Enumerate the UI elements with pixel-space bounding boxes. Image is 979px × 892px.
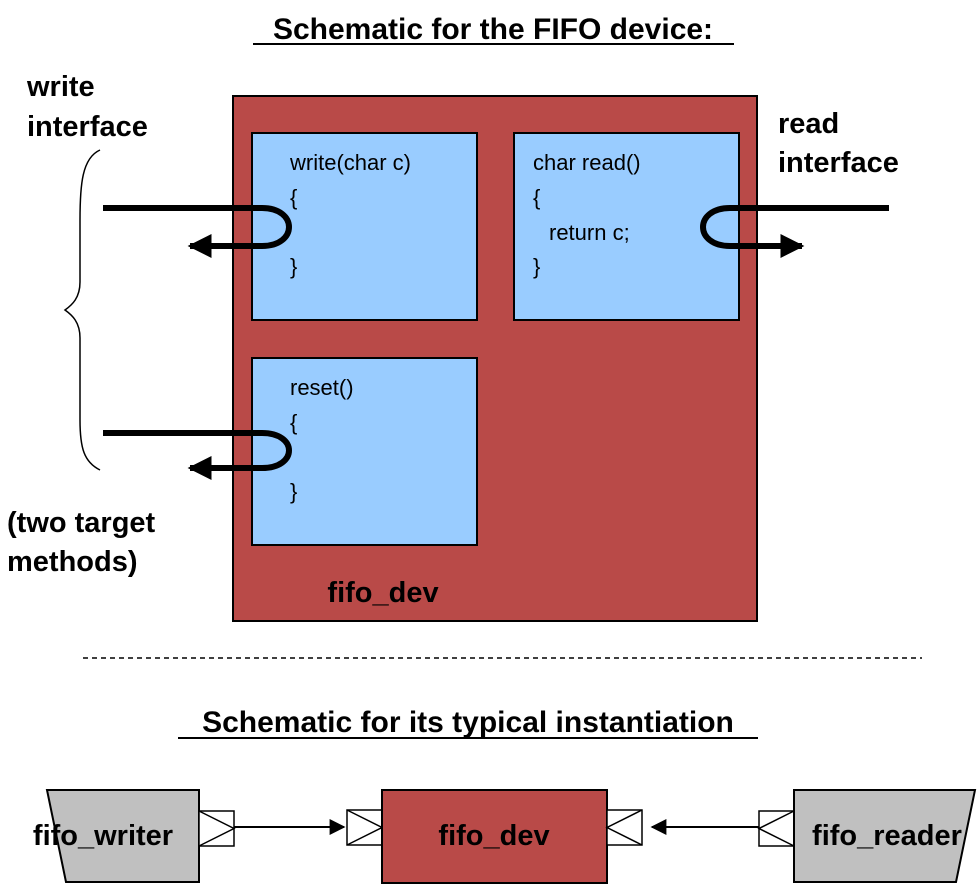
reset-method-box: reset() { }: [251, 357, 478, 546]
write-method-signature: write(char c): [289, 150, 411, 175]
read-method-close-brace: }: [533, 254, 540, 279]
reset-method-signature: reset(): [290, 375, 354, 400]
reset-method-open-brace: {: [290, 410, 297, 435]
read-interface-label-line2: interface: [778, 147, 899, 179]
fifo-dev-instance: fifo_dev: [381, 789, 608, 884]
reset-call-arrow: [103, 430, 292, 480]
write-method-open-brace: {: [290, 185, 297, 210]
dev-read-port: [605, 809, 643, 846]
read-method-signature: char read(): [533, 150, 641, 175]
two-target-methods-line2: methods): [7, 546, 138, 578]
title-bottom: Schematic for its typical instantiation: [202, 706, 734, 739]
write-interface-label-line1: write: [26, 71, 95, 103]
writer-port: [198, 810, 236, 847]
fifo-writer-label: fifo_writer: [33, 820, 173, 852]
write-method-box: write(char c) { }: [251, 132, 478, 321]
dev-write-port: [346, 809, 384, 846]
write-call-arrow: [103, 205, 292, 258]
read-method-return: return c;: [549, 220, 630, 245]
fifo-dev-label: fifo_dev: [327, 577, 438, 609]
read-method-open-brace: {: [533, 185, 540, 210]
read-call-arrow: [700, 205, 889, 258]
read-interface-label-line1: read: [778, 108, 839, 140]
reset-method-close-brace: }: [290, 479, 297, 504]
write-interface-label-line2: interface: [27, 111, 148, 143]
two-target-methods-line1: (two target: [7, 507, 156, 539]
write-method-close-brace: }: [290, 254, 297, 279]
write-interface-brace: [63, 149, 101, 471]
reader-port: [757, 810, 795, 847]
fifo-reader-module: fifo_reader: [793, 789, 977, 883]
fifo-reader-label: fifo_reader: [812, 820, 962, 852]
fifo-dev-instance-label: fifo_dev: [438, 820, 549, 852]
title-top: Schematic for the FIFO device:: [273, 13, 713, 46]
fifo-writer-module: fifo_writer: [33, 789, 200, 883]
